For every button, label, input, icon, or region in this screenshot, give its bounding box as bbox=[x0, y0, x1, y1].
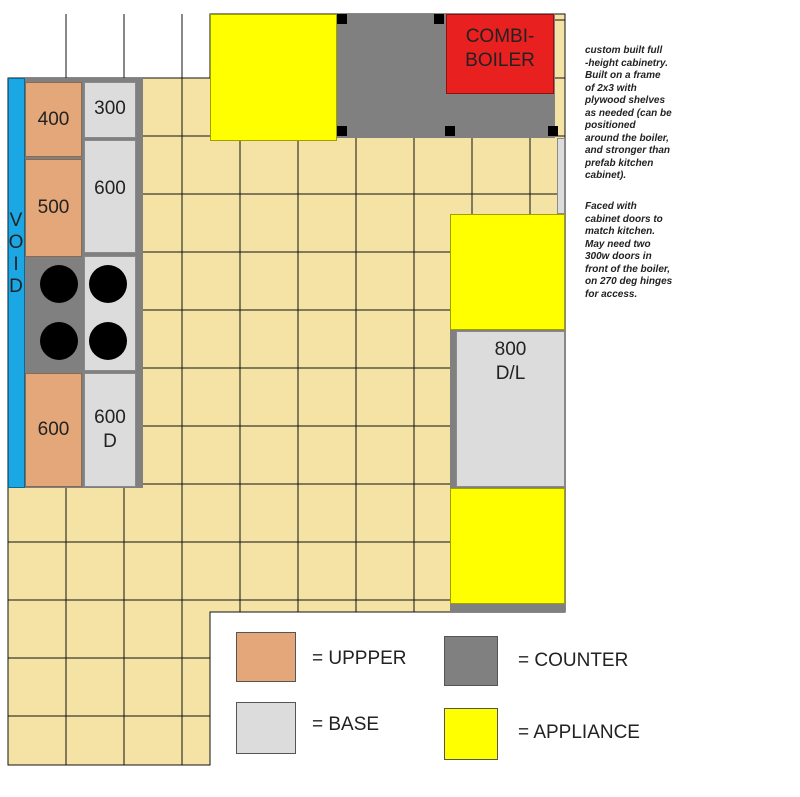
base-cabinet-300: 300 bbox=[84, 82, 136, 138]
cabinetry-note: custom built full -height cabinetry. Bui… bbox=[585, 45, 672, 181]
base-cabinet-600: 600 bbox=[84, 140, 136, 253]
legend-label-base: = BASE bbox=[312, 714, 380, 735]
upper-cabinet-500: 500 bbox=[25, 159, 82, 257]
base-cabinet-800-dishwasher: 800 D/L bbox=[456, 331, 565, 487]
frame-post bbox=[445, 126, 455, 136]
hob-burner bbox=[89, 265, 127, 303]
legend-label-upper: = UPPPER bbox=[312, 648, 407, 669]
hob-burner bbox=[89, 322, 127, 360]
hob-burner bbox=[40, 265, 78, 303]
frame-post bbox=[337, 126, 347, 136]
base-cabinet-600-drawers: 600 D bbox=[84, 373, 136, 487]
hob-burner bbox=[40, 322, 78, 360]
legend-label-counter: = COUNTER bbox=[518, 650, 629, 671]
cabinetry-note-doors: Faced with cabinet doors to match kitche… bbox=[585, 201, 673, 300]
wall-void bbox=[8, 78, 25, 488]
legend-swatch-appliance bbox=[444, 708, 498, 760]
top-appliance bbox=[210, 14, 337, 141]
right-filler-strip bbox=[557, 138, 565, 214]
right-appliance-upper bbox=[450, 214, 565, 330]
right-appliance-lower bbox=[450, 488, 565, 604]
legend-swatch-upper bbox=[236, 632, 296, 682]
upper-cabinet-600: 600 bbox=[25, 373, 82, 487]
legend-swatch-base bbox=[236, 702, 296, 754]
combi-boiler: COMBI- BOILER bbox=[446, 14, 554, 94]
frame-post bbox=[434, 14, 444, 24]
upper-cabinet-400: 400 bbox=[25, 82, 82, 157]
void-label: V O I D bbox=[8, 210, 24, 297]
legend-swatch-counter bbox=[444, 636, 498, 686]
frame-post bbox=[337, 14, 347, 24]
frame-post bbox=[548, 126, 558, 136]
legend-label-appliance: = APPLIANCE bbox=[518, 722, 640, 743]
